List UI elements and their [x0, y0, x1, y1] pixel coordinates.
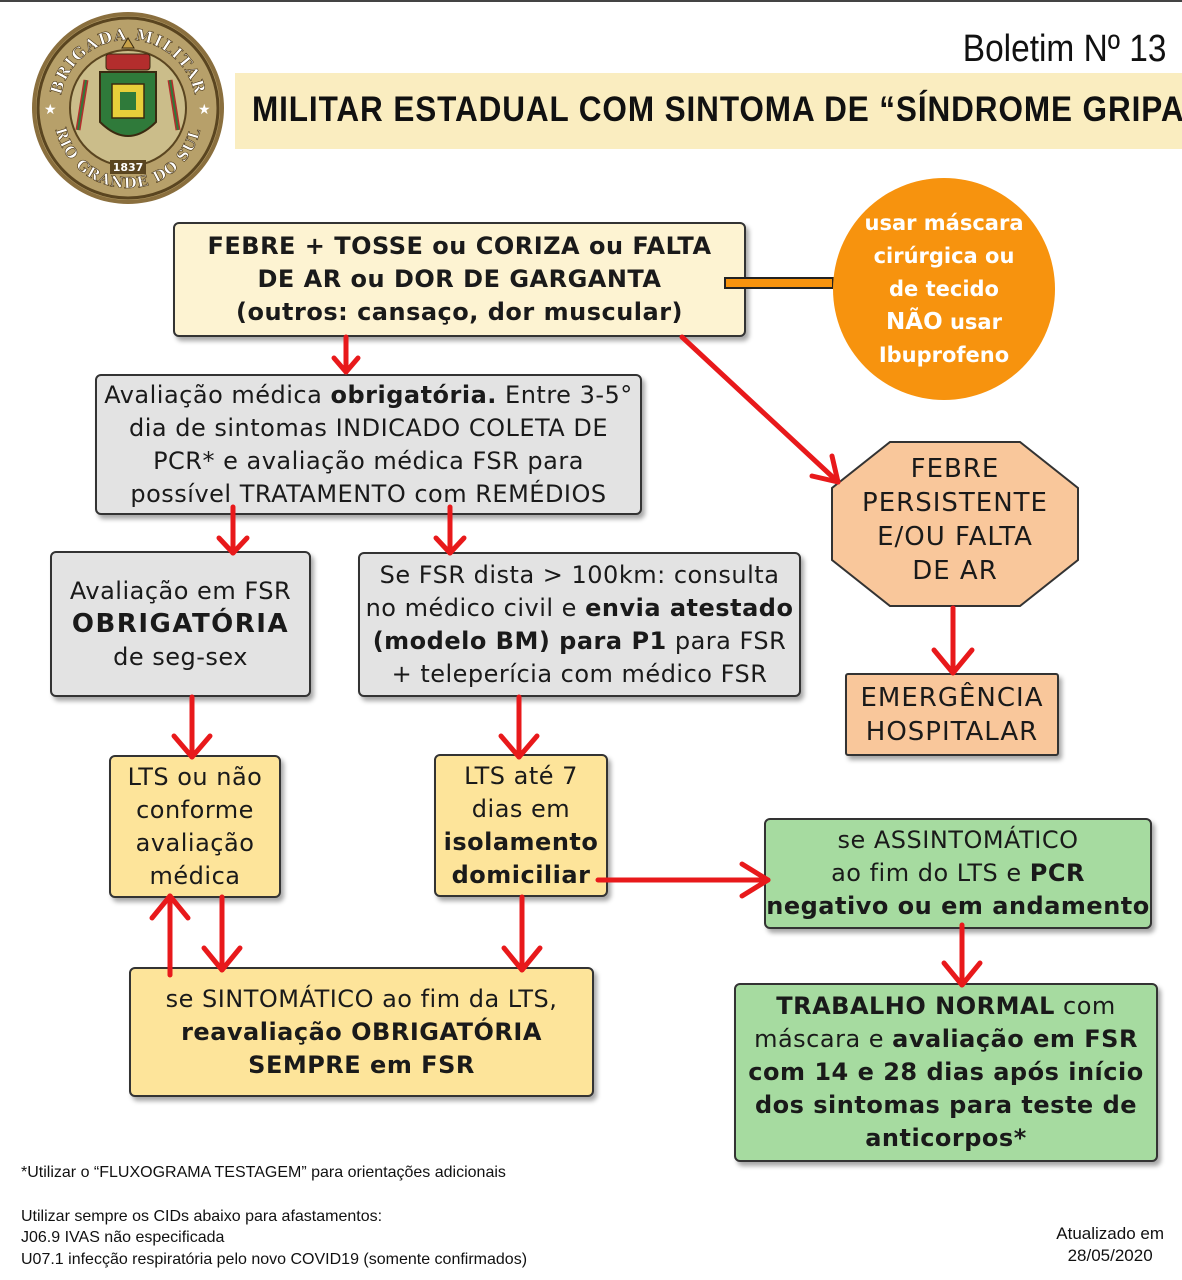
- symptoms-line: FEBRE + TOSSE ou CORIZA ou FALTA: [207, 232, 712, 260]
- fsr-evaluation-box: Avaliação em FSR OBRIGATÓRIA de seg-sex: [50, 551, 311, 697]
- updated-date: 28/05/2020: [1067, 1246, 1153, 1265]
- page-title: MILITAR ESTADUAL COM SINTOMA DE “SÍNDROM…: [252, 90, 1182, 129]
- arrow-symptoms-to-evaluation: [331, 334, 361, 375]
- distance-line: (modelo BM) para P1 para FSR: [373, 625, 787, 658]
- footnote: *Utilizar o “FLUXOGRAMA TESTAGEM” para o…: [21, 1164, 506, 1181]
- fsr-evaluation-line: de seg-sex: [113, 642, 248, 671]
- connector-bar: [724, 277, 834, 289]
- text-span: ao fim do LTS e: [831, 859, 1030, 887]
- medical-evaluation-line: Avaliação médica obrigatória. Entre 3-5°: [104, 379, 633, 412]
- svg-text:★: ★: [198, 102, 211, 118]
- distance-line: no médico civil e envia atestado: [366, 592, 794, 625]
- persistent-line: E/OU FALTA: [877, 522, 1033, 552]
- text-span: envia atestado: [585, 593, 794, 622]
- cid-item: U07.1 infecção respiratória pelo novo CO…: [21, 1251, 528, 1268]
- emergency-line: EMERGÊNCIA: [860, 682, 1044, 713]
- lts-line: médica: [149, 861, 241, 890]
- lts-line: conforme: [136, 795, 254, 824]
- fsr-evaluation-line: Avaliação em FSR: [69, 576, 292, 605]
- normal-work-box: TRABALHO NORMAL com máscara e avaliação …: [734, 983, 1158, 1162]
- mask-advice-line: usar máscara: [864, 210, 1024, 235]
- updated-stamp: Atualizado em 28/05/2020: [1056, 1223, 1164, 1267]
- lts-or-not-box: LTS ou não conforme avaliação médica: [109, 755, 281, 898]
- normal-work-line: dos sintomas para teste de: [754, 1091, 1138, 1119]
- updated-label: Atualizado em: [1056, 1224, 1164, 1243]
- persistent-fever-text: FEBRE PERSISTENTE E/OU FALTA DE AR: [830, 452, 1080, 588]
- symptoms-line: (outros: cansaço, dor muscular): [235, 298, 684, 326]
- persistent-line: PERSISTENTE: [862, 488, 1048, 518]
- title-banner: [235, 73, 1182, 149]
- text-span: Avaliação médica: [104, 380, 331, 409]
- arrow-fsr-to-lts: [171, 694, 213, 760]
- text-span: para FSR: [666, 626, 787, 655]
- mask-advice-line: Ibuprofeno: [878, 342, 1010, 367]
- normal-work-line: com 14 e 28 dias após início: [748, 1058, 1144, 1086]
- distance-consultation-box: Se FSR dista > 100km: consulta no médico…: [358, 552, 801, 697]
- symptomatic-reevaluation-box: se SINTOMÁTICO ao fim da LTS, reavaliaçã…: [129, 967, 594, 1097]
- nao-emphasis: NÃO: [886, 308, 943, 335]
- lts7-line: LTS até 7: [464, 761, 578, 790]
- arrow-asymptomatic-to-normal-work: [941, 922, 983, 988]
- mask-advice-line: NÃO usar: [886, 306, 1002, 339]
- normal-work-line: anticorpos*: [865, 1124, 1027, 1152]
- asymptomatic-line: se ASSINTOMÁTICO: [837, 826, 1079, 854]
- cid-intro: Utilizar sempre os CIDs abaixo para afas…: [21, 1208, 383, 1225]
- emergency-box: EMERGÊNCIA HOSPITALAR: [845, 673, 1059, 756]
- medical-evaluation-line: PCR* e avaliação médica FSR para: [153, 446, 584, 475]
- svg-text:★: ★: [44, 102, 57, 118]
- brigada-militar-seal-logo: BRIGADA MILITAR RIO GRANDE DO SUL ★ ★ 18…: [32, 12, 224, 204]
- persistent-line: FEBRE: [910, 454, 1000, 484]
- arrow-lts7-to-symptomatic: [501, 894, 543, 973]
- svg-text:1837: 1837: [113, 161, 144, 174]
- distance-line: + teleperícia com médico FSR: [391, 659, 768, 688]
- cid-item: J06.9 IVAS não especificada: [21, 1229, 225, 1246]
- text-span: avaliação em FSR: [892, 1025, 1138, 1053]
- symptoms-line: DE AR ou DOR DE GARGANTA: [257, 265, 662, 293]
- persistent-fever-octagon: [831, 441, 1079, 607]
- lts7-line: dias em: [471, 794, 571, 823]
- symptomatic-line: SEMPRE em FSR: [248, 1050, 475, 1079]
- text-span: máscara e: [754, 1025, 893, 1053]
- text-span: (modelo BM) para P1: [372, 626, 667, 655]
- text-span: Entre 3-5°: [496, 380, 633, 409]
- arrow-distance-to-lts7: [498, 694, 540, 760]
- arrow-symptomatic-to-lts: [149, 893, 191, 978]
- text-span: obrigatória.: [330, 380, 497, 409]
- medical-evaluation-box: Avaliação médica obrigatória. Entre 3-5°…: [95, 374, 642, 515]
- symptoms-box: FEBRE + TOSSE ou CORIZA ou FALTA DE AR o…: [173, 222, 746, 337]
- bulletin-number: Boletim Nº 13: [962, 28, 1166, 70]
- fsr-evaluation-line: OBRIGATÓRIA: [71, 608, 290, 639]
- arrow-lts7-to-asymptomatic: [595, 861, 771, 899]
- normal-work-line: máscara e avaliação em FSR: [754, 1023, 1138, 1056]
- distance-line: Se FSR dista > 100km: consulta: [379, 560, 780, 589]
- lts7-line: domiciliar: [451, 860, 591, 889]
- mask-advice-circle: usar máscara cirúrgica ou de tecido NÃO …: [833, 178, 1055, 400]
- asymptomatic-line: negativo ou em andamento: [766, 892, 1150, 920]
- medical-evaluation-line: possível TRATAMENTO com REMÉDIOS: [130, 479, 607, 508]
- asymptomatic-box: se ASSINTOMÁTICO ao fim do LTS e PCR neg…: [764, 818, 1152, 929]
- text-span: TRABALHO NORMAL: [776, 992, 1055, 1020]
- mask-advice-text: usar: [942, 309, 1002, 334]
- arrow-lts-to-symptomatic: [201, 894, 243, 973]
- text-span: PCR: [1029, 859, 1085, 887]
- persistent-line: DE AR: [912, 556, 998, 586]
- medical-evaluation-line: dia de sintomas INDICADO COLETA DE: [129, 413, 608, 442]
- lts7-line: isolamento: [443, 827, 599, 856]
- symptomatic-line: reavaliação OBRIGATÓRIA: [181, 1017, 542, 1046]
- arrow-persistent-to-emergency: [931, 605, 975, 676]
- lts-line: LTS ou não: [127, 762, 263, 791]
- arrow-symptoms-to-persistent: [679, 334, 841, 485]
- lts-line: avaliação: [135, 828, 255, 857]
- mask-advice-line: cirúrgica ou: [873, 243, 1015, 268]
- text-span: no médico civil e: [365, 593, 586, 622]
- normal-work-line: TRABALHO NORMAL com: [776, 990, 1116, 1023]
- mask-advice-line: de tecido: [889, 276, 999, 301]
- text-span: com: [1054, 992, 1116, 1020]
- top-rule: [0, 0, 1182, 2]
- symptomatic-line: se SINTOMÁTICO ao fim da LTS,: [165, 984, 558, 1013]
- lts-seven-days-box: LTS até 7 dias em isolamento domiciliar: [434, 754, 608, 897]
- emergency-line: HOSPITALAR: [865, 716, 1039, 747]
- asymptomatic-line: ao fim do LTS e PCR: [831, 857, 1085, 890]
